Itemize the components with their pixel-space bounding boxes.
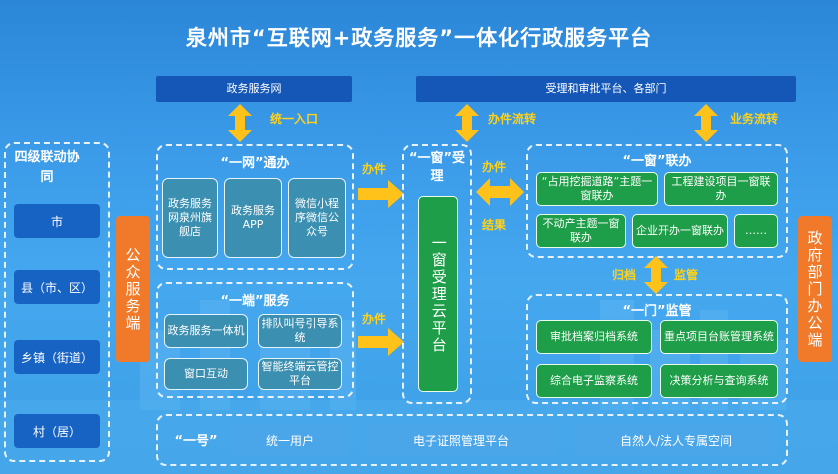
supervision-title: “一门”监管 (622, 304, 692, 319)
joint-item-construction: 工程建设项目一窗联办 (664, 172, 778, 206)
yiduan-item-terminal: 智能终端云管控平台 (258, 358, 342, 390)
window-accept-panel (402, 144, 472, 404)
joint-item-business: 企业开办一窗联办 (632, 214, 728, 248)
label-business-flow: 业务流转 (730, 112, 779, 126)
label-unified-entry: 统一入口 (270, 112, 319, 126)
yiwang-title: “一网”通办 (220, 156, 290, 171)
supervision-item-monitor: 综合电子监察系统 (536, 364, 652, 398)
joint-item-road: “占用挖掘道路”主题一窗联办 (536, 172, 658, 206)
label-handle-flow: 办件流转 (488, 112, 537, 126)
yiwang-item-wechat: 微信小程序微信公众号 (288, 178, 346, 258)
window-accept-core: 一窗受理云平台 (418, 196, 458, 392)
yiduan-item-kiosk: 政务服务一体机 (164, 314, 248, 348)
label-joint-to-window: 结果 (482, 218, 507, 232)
yiduan-title: “一端”服务 (220, 294, 290, 309)
yihao-item-license: 电子证照管理平台 (366, 424, 556, 456)
yiduan-panel (156, 282, 354, 398)
double-arrow-icon (694, 104, 718, 142)
double-arrow-icon (644, 256, 668, 294)
level-township: 乡镇（街道） (14, 340, 100, 374)
label-supervise: 监管 (674, 268, 699, 282)
label-archive: 归档 (612, 268, 637, 282)
level-county: 县（市、区） (14, 270, 100, 304)
yihao-panel (156, 414, 788, 466)
yihao-item-space: 自然人/法人专属空间 (576, 424, 776, 456)
label-to-window-1: 办件 (362, 162, 387, 176)
right-arrow-icon (358, 328, 404, 356)
joint-title: “一窗”联办 (622, 154, 692, 169)
double-horizontal-arrow-icon (476, 178, 524, 206)
gov-service-network-bar: 政务服务网 (156, 76, 352, 102)
yiduan-item-queue: 排队叫号引导系统 (258, 314, 342, 348)
yihao-item-user: 统一用户 (232, 424, 348, 456)
supervision-item-analysis: 决策分析与查询系统 (660, 364, 778, 398)
joint-item-realestate: 不动产主题一窗联办 (536, 214, 626, 248)
window-accept-title: “一窗”受理 (408, 151, 466, 184)
double-arrow-icon (455, 104, 479, 142)
four-level-title: 四级联动协同 (14, 150, 80, 185)
yiduan-item-window: 窗口互动 (164, 358, 248, 390)
four-level-panel (4, 142, 110, 462)
label-window-to-joint: 办件 (482, 160, 507, 174)
acceptance-platform-bar: 受理和审批平台、各部门 (416, 76, 796, 102)
supervision-item-archive: 审批档案归档系统 (536, 320, 652, 354)
page-title: 泉州市“互联网+政务服务”一体化行政服务平台 (185, 26, 653, 50)
public-service-end: 公众服务端 (116, 216, 150, 362)
yiwang-panel (156, 144, 354, 270)
yiwang-item-app: 政务服务APP (224, 178, 282, 258)
label-to-window-2: 办件 (362, 312, 387, 326)
joint-item-more: …… (734, 214, 778, 248)
gov-office-end: 政府部门办公端 (798, 216, 832, 362)
yiwang-item-flagship: 政务服务网泉州旗舰店 (162, 178, 218, 258)
yihao-title: “一号” (174, 434, 218, 449)
level-village: 村（居） (14, 414, 100, 448)
supervision-item-ledger: 重点项目台账管理系统 (660, 320, 778, 354)
double-arrow-icon (228, 104, 252, 142)
right-arrow-icon (358, 180, 404, 208)
level-city: 市 (14, 204, 100, 238)
supervision-panel (526, 294, 788, 404)
